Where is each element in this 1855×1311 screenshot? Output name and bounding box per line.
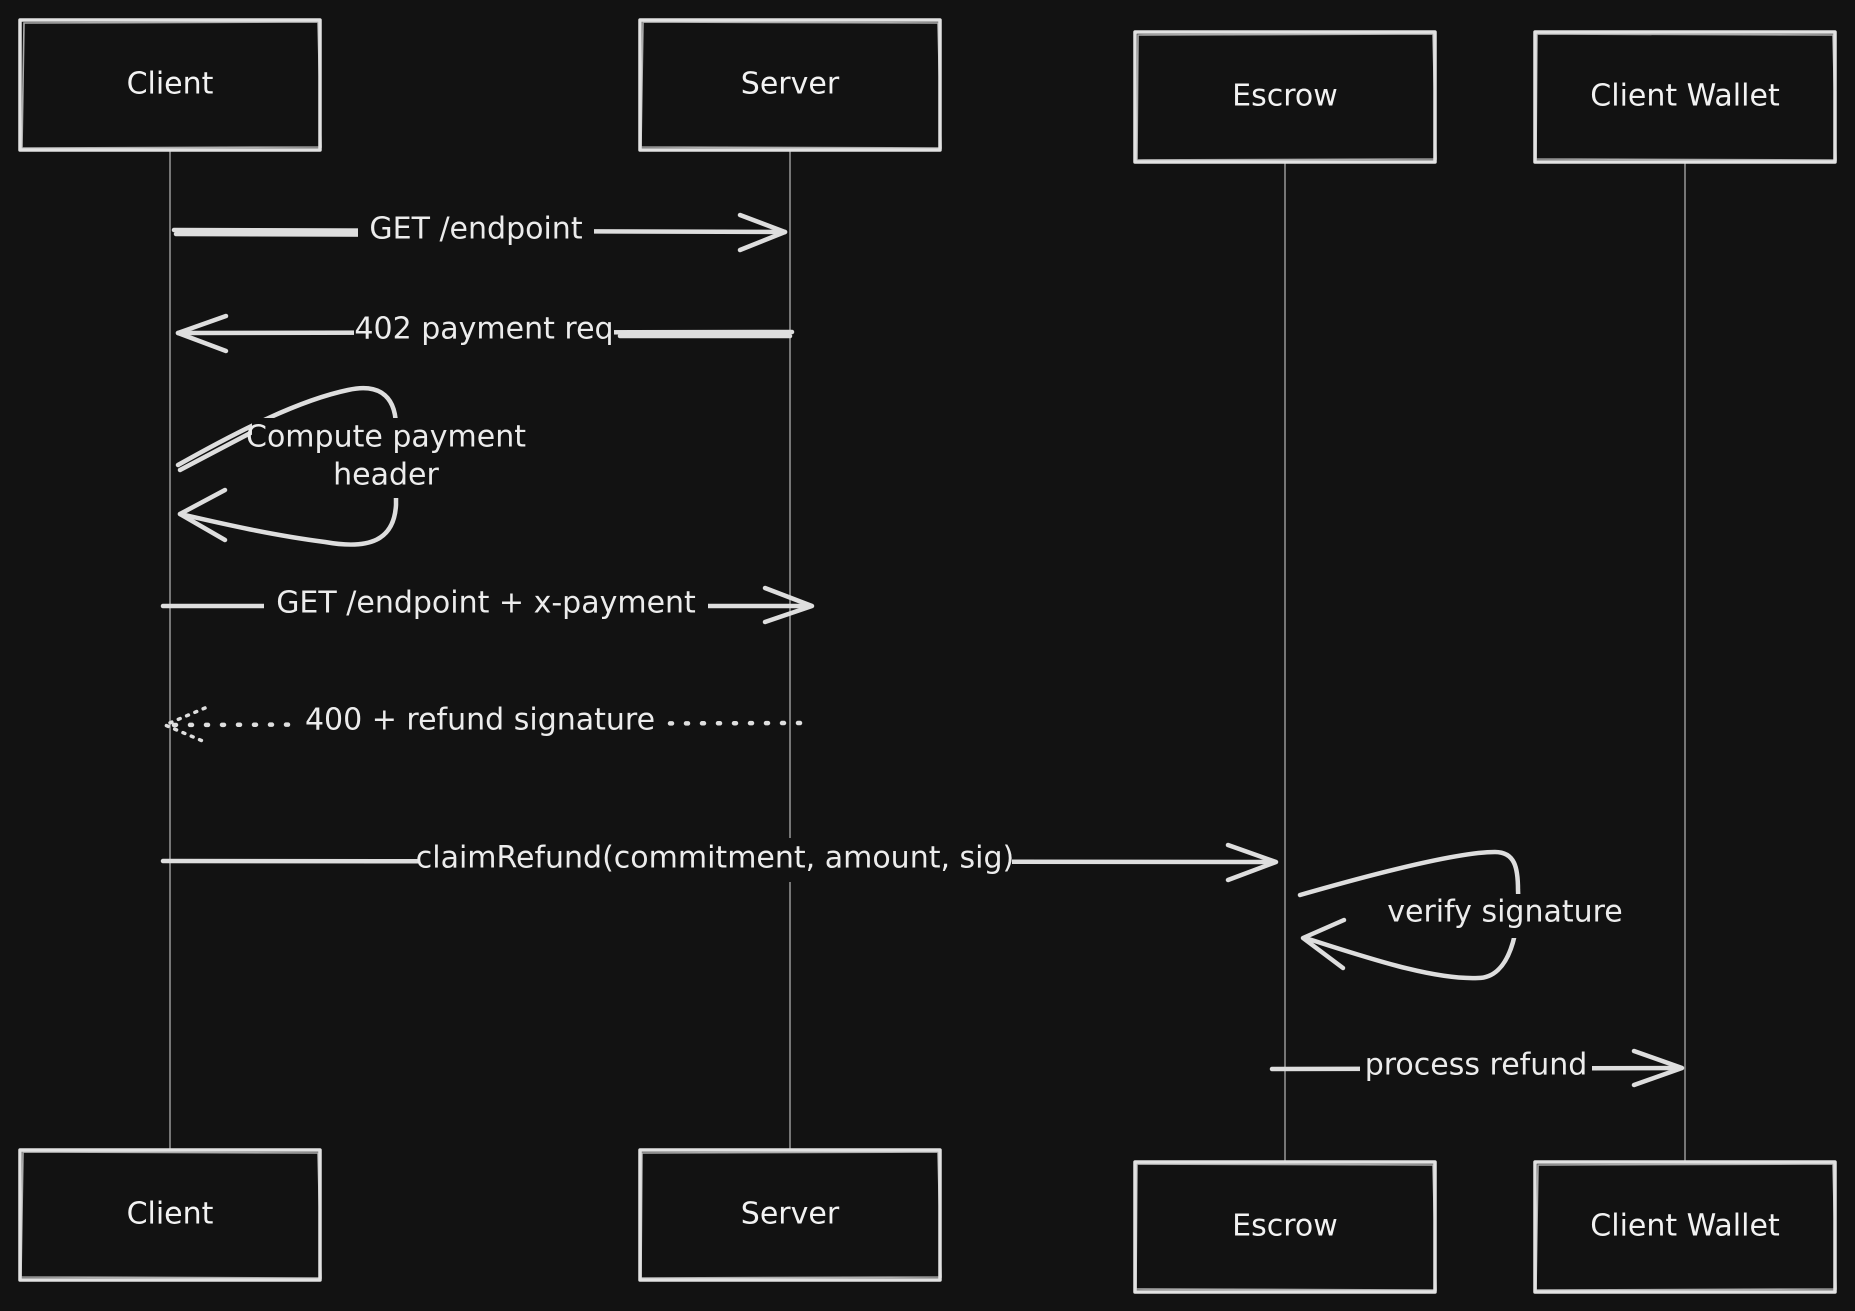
arrowhead-left	[177, 487, 228, 543]
arrowhead-right	[1631, 1048, 1685, 1088]
participant-label: Server	[741, 1197, 840, 1232]
message-400-refund-signature: 400 + refund signature	[160, 701, 803, 745]
message-get-endpoint: GET /endpoint	[171, 208, 788, 253]
participant-server-bottom: Server	[638, 1148, 942, 1282]
participant-label: Server	[741, 67, 840, 102]
participant-label: Escrow	[1232, 1209, 1338, 1244]
participant-escrow-top: Escrow	[1133, 30, 1437, 164]
participant-client-top: Client	[18, 18, 322, 152]
message-process-refund: process refund	[1269, 1046, 1685, 1090]
arrowhead-left	[160, 706, 207, 744]
message-get-endpoint-x-payment: GET /endpoint + x-payment	[160, 584, 815, 628]
message-verify-signature: verify signature	[1297, 849, 1634, 981]
arrowhead-right	[762, 585, 815, 625]
message-compute-payment-header: Compute payment header	[175, 385, 526, 547]
message-label: verify signature	[1387, 895, 1623, 930]
participant-server-top: Server	[638, 18, 942, 152]
participant-client-bottom: Client	[18, 1148, 322, 1282]
arrowhead-right	[737, 212, 788, 253]
participant-label: Client Wallet	[1590, 79, 1780, 114]
message-label: header	[333, 458, 439, 493]
message-label: GET /endpoint + x-payment	[276, 586, 696, 621]
arrowhead-right	[1225, 842, 1279, 883]
arrowhead-left	[1300, 917, 1347, 971]
participant-label: Client	[127, 1197, 214, 1232]
lifelines	[169, 150, 1686, 1162]
participant-label: Client	[127, 67, 214, 102]
arrowhead-left	[175, 313, 229, 354]
message-label: Compute payment	[246, 420, 526, 455]
message-402-payment-req: 402 payment req	[175, 310, 795, 354]
participant-escrow-bottom: Escrow	[1133, 1160, 1437, 1294]
message-label: GET /endpoint	[369, 212, 582, 247]
message-label: claimRefund(commitment, amount, sig)	[416, 841, 1015, 876]
message-claim-refund: claimRefund(commitment, amount, sig)	[160, 838, 1279, 883]
participant-client-wallet-top: Client Wallet	[1533, 30, 1837, 164]
message-label: 402 payment req	[354, 312, 613, 347]
message-label: 400 + refund signature	[305, 703, 655, 738]
participant-label: Escrow	[1232, 79, 1338, 114]
message-label: process refund	[1365, 1048, 1588, 1083]
participant-label: Client Wallet	[1590, 1209, 1780, 1244]
participant-client-wallet-bottom: Client Wallet	[1533, 1160, 1837, 1294]
